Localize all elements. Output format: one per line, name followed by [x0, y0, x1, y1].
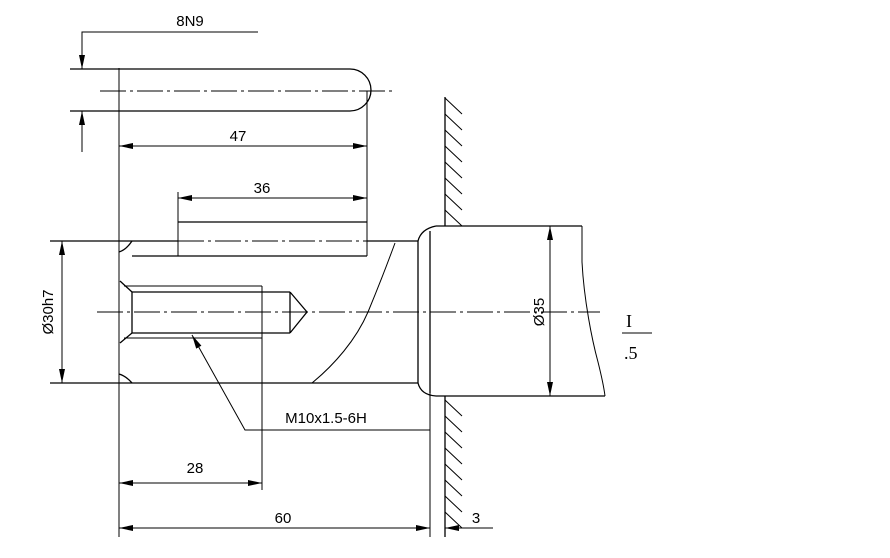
overall-length-dimension: 60: [119, 393, 431, 537]
shaft-diameter-label: Ø30h7: [40, 289, 57, 334]
bottom-chamfer: [118, 373, 133, 384]
wall-gap-dimension: 3: [445, 510, 493, 531]
wall-hatching-bottom: [444, 399, 463, 529]
edge-fraction-text: I .5: [622, 311, 652, 363]
break-line-left: [311, 242, 396, 384]
keyway-width-dimension: 8N9: [79, 13, 258, 152]
thread-depth-dimension: 28: [119, 460, 262, 486]
shaft-diameter-dimension: Ø30h7: [40, 241, 65, 383]
thread-depth-label: 28: [187, 460, 204, 477]
keyway-plan-view: [70, 68, 395, 112]
thread-leader-line: [191, 334, 430, 431]
keyway-width-label: 8N9: [176, 13, 204, 30]
keyway-reach-label: 47: [230, 128, 247, 145]
groove-top: [417, 225, 437, 242]
edge-text-bottom: .5: [624, 343, 638, 363]
keyway-outline: [70, 68, 372, 112]
wall-gap-label: 3: [472, 510, 480, 527]
edge-text-top: I: [626, 311, 632, 331]
shaft-main-view: [50, 221, 606, 490]
groove-bottom: [417, 382, 437, 397]
overall-length-label: 60: [275, 510, 292, 527]
wall-hatching-top: [444, 97, 463, 227]
thread-callout: M10x1.5-6H: [191, 334, 430, 431]
keyway-width-leader-top: [79, 31, 258, 69]
shoulder-diameter-label: Ø35: [531, 298, 548, 326]
top-chamfer: [118, 240, 133, 253]
keyway-reach-dimension: 47: [119, 91, 368, 256]
housing-wall: [444, 97, 463, 537]
thread-label: M10x1.5-6H: [285, 410, 367, 427]
shoulder-diameter-dimension: Ø35: [531, 226, 553, 396]
keyway-length-label: 36: [254, 180, 271, 197]
break-line-right: [581, 226, 606, 397]
keyway-length-dimension: 36: [177, 180, 367, 256]
